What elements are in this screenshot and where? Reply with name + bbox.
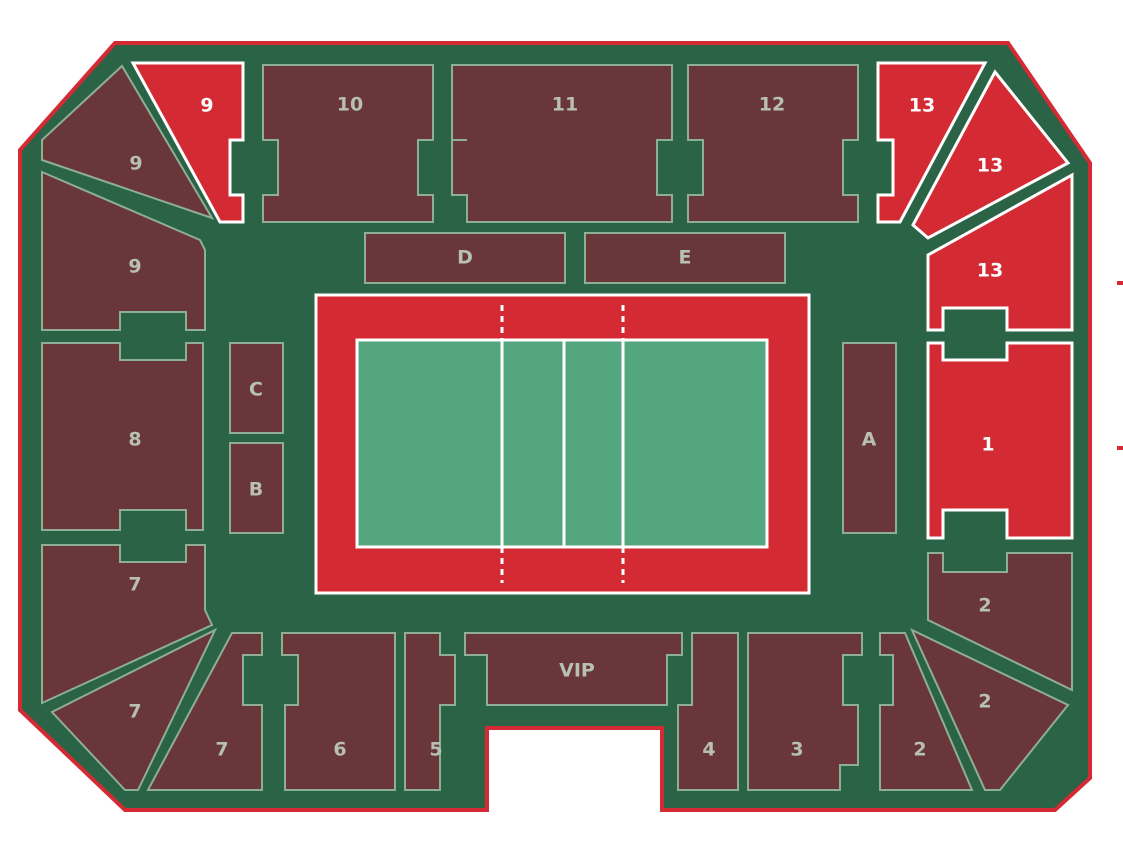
court-surface <box>355 338 769 549</box>
edge-marker-upper <box>1117 281 1123 285</box>
section-2-front[interactable] <box>879 632 974 791</box>
edge-marker-lower <box>1117 446 1123 450</box>
section-A[interactable] <box>842 342 897 534</box>
volleyball-court <box>314 293 811 595</box>
section-7-lower[interactable] <box>50 627 218 791</box>
section-9-upper[interactable] <box>41 64 215 220</box>
section-2-lower[interactable] <box>909 627 1070 791</box>
section-4[interactable] <box>677 632 739 791</box>
section-13-lower[interactable] <box>926 172 1074 332</box>
section-3[interactable] <box>747 632 863 791</box>
section-2-upper[interactable] <box>927 552 1073 692</box>
section-8[interactable] <box>41 342 204 531</box>
section-5[interactable] <box>404 632 456 791</box>
section-13-top[interactable] <box>876 61 988 224</box>
section-7-front[interactable] <box>146 632 263 791</box>
section-D[interactable] <box>364 232 566 284</box>
section-9-top[interactable] <box>130 61 245 224</box>
section-6[interactable] <box>281 632 396 791</box>
section-B[interactable] <box>229 442 284 534</box>
section-E[interactable] <box>584 232 786 284</box>
section-13-upper[interactable] <box>911 69 1071 240</box>
section-11[interactable] <box>451 64 673 223</box>
section-9-lower[interactable] <box>41 170 206 331</box>
section-10[interactable] <box>262 64 434 223</box>
section-7-upper[interactable] <box>41 544 214 705</box>
section-C[interactable] <box>229 342 284 434</box>
section-12[interactable] <box>687 64 859 223</box>
section-1[interactable] <box>926 341 1074 540</box>
section-VIP[interactable] <box>464 632 683 706</box>
